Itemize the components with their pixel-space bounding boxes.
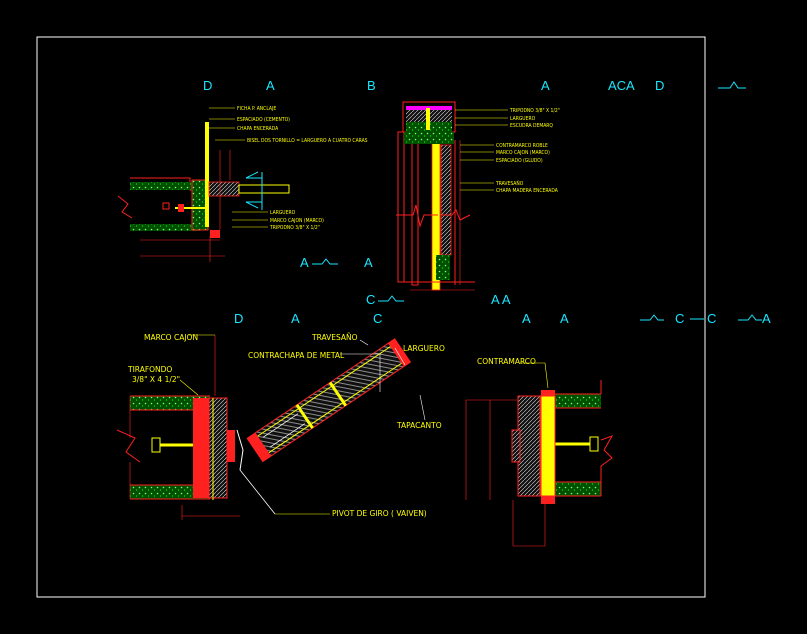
sheet-border [36,36,706,598]
title-br-5: A [762,311,771,326]
label-tm-6: TRAVESAÑO [495,180,524,187]
detail-top-mid [396,101,508,291]
label-tl-3: BISEL DOS TORNILLO = LARGUERO A CUATRO C… [247,138,368,144]
title-sec-a-1: A [300,255,309,270]
title-sec-c-1: C [366,292,375,307]
break-symbol-br-2 [738,314,762,321]
label-tm-5: ESPACIADO (GLUDO) [496,158,543,164]
break-symbol-c [378,295,404,302]
label-tl-2: CHAPA ENCERADA [237,126,279,132]
label-tl-6: TRIPODNO 3/8" X 1/2" [269,225,320,231]
title-sec-c-2: A A [491,292,511,307]
title-sec-a-2: A [364,255,373,270]
label-pivot: PIVOT DE GIRO ( VAIVEN) [332,509,427,518]
detail-bottom-right [465,362,614,547]
label-tm-0: TRIPODNO 3/8" X 1/2" [509,108,560,114]
label-tl-5: MARCO CAJON (MARCO) [270,218,324,224]
title-bl-3: C [373,311,382,326]
break-symbol-a [312,258,338,265]
title-top-left-2: A [266,78,275,93]
label-contramarco: CONTRAMARCO [477,357,536,366]
label-tm-2: ESCUDRA DEMARQ [510,123,553,129]
label-tirafondo-1: TIRAFONDO [127,365,172,374]
label-larguero: LARGUERO [403,344,445,353]
label-travesano: TRAVESAÑO [311,333,358,342]
break-symbol-top [718,81,746,89]
label-tm-4: MARCO CAJON (MARCO) [496,150,550,156]
detail-bottom-left [116,334,426,520]
label-tl-0: FICHA P. ANCLAJE [237,106,276,112]
title-top-mid-1: B [367,78,376,93]
label-tm-7: CHAPA MADERA ENCERADA [496,188,559,194]
title-bl-2: A [291,311,300,326]
label-contrachapa: CONTRACHAPA DE METAL [248,351,345,360]
label-tapacanto: TAPACANTO [396,421,442,430]
label-tl-4: LARGUERO [270,210,296,216]
title-top-right-1: A [541,78,550,93]
title-br-3: C [675,311,684,326]
title-top-left-1: D [203,78,212,93]
title-br-1: A [522,311,531,326]
title-br-4: C [707,311,716,326]
label-tirafondo-2: 3/8" X 4 1/2" [132,375,180,384]
label-tm-3: CONTRAMARCO ROBLE [496,143,548,149]
detail-top-left [117,107,290,262]
title-top-right-2: ACA [608,78,635,93]
title-bl-1: D [234,311,243,326]
title-top-right-3: D [655,78,664,93]
label-marco: MARCO CAJON [144,333,198,342]
label-tm-1: LARGUERO [510,116,536,122]
label-tl-1: ESPACIADO (CEMENTO) [237,117,290,123]
title-br-2: A [560,311,569,326]
break-symbol-br-1 [640,314,664,321]
